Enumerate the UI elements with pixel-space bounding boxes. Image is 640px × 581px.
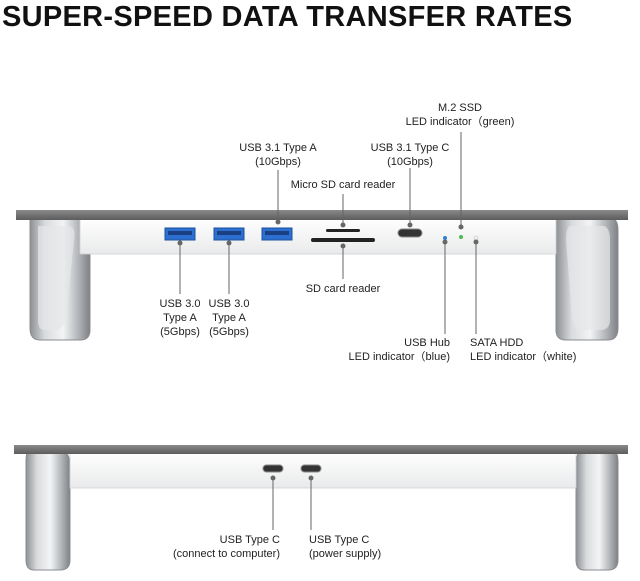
left-leg-inner <box>38 226 75 330</box>
page-title: SUPER-SPEED DATA TRANSFER RATES <box>2 1 573 33</box>
label-usb31-type-a: USB 3.1 Type A(10Gbps) <box>239 142 317 168</box>
usb31a-port <box>261 227 293 241</box>
usbc-port-computer <box>262 464 284 473</box>
shelf-rear-panel <box>69 451 577 489</box>
usb-hub-led <box>443 236 447 240</box>
shelf-top-plate <box>16 210 628 220</box>
callout-dot <box>270 475 276 481</box>
usb30-port-1 <box>164 227 196 241</box>
monitor-stand-rear-view <box>14 445 628 571</box>
usbc-port-power <box>300 464 322 473</box>
callout-dot <box>308 475 314 481</box>
left-leg-rear <box>25 451 71 571</box>
m2-ssd-led <box>459 235 463 239</box>
shelf-front-panel <box>79 217 557 255</box>
right-leg-rear <box>575 451 619 571</box>
callout-dot <box>275 219 281 225</box>
usb30-port-2 <box>213 227 245 241</box>
right-leg-inner <box>566 226 610 330</box>
usbc-port-top <box>397 228 423 238</box>
label-micro-sd-reader: Micro SD card reader <box>290 179 396 191</box>
callout-dot <box>340 222 346 228</box>
microsd-slot <box>326 229 360 232</box>
callout-dot <box>340 243 346 249</box>
shelf-top-plate-rear <box>14 445 628 454</box>
monitor-stand-front-view <box>16 132 628 341</box>
callout-dot <box>458 224 464 230</box>
callout-dot <box>177 240 183 246</box>
label-usb-type-c-power: USB Type C(power supply) <box>309 534 382 560</box>
sata-hdd-led <box>473 235 479 241</box>
sd-slot <box>311 238 375 242</box>
callout-dot <box>407 222 413 228</box>
label-usb-type-c-computer: USB Type C(connect to computer) <box>173 534 280 560</box>
label-usb31-type-c: USB 3.1 Type C(10Gbps) <box>370 142 450 168</box>
callout-dot <box>226 240 232 246</box>
label-sd-card-reader: SD card reader <box>305 283 381 295</box>
callout-dot <box>473 239 479 245</box>
callout-dot <box>442 239 448 245</box>
